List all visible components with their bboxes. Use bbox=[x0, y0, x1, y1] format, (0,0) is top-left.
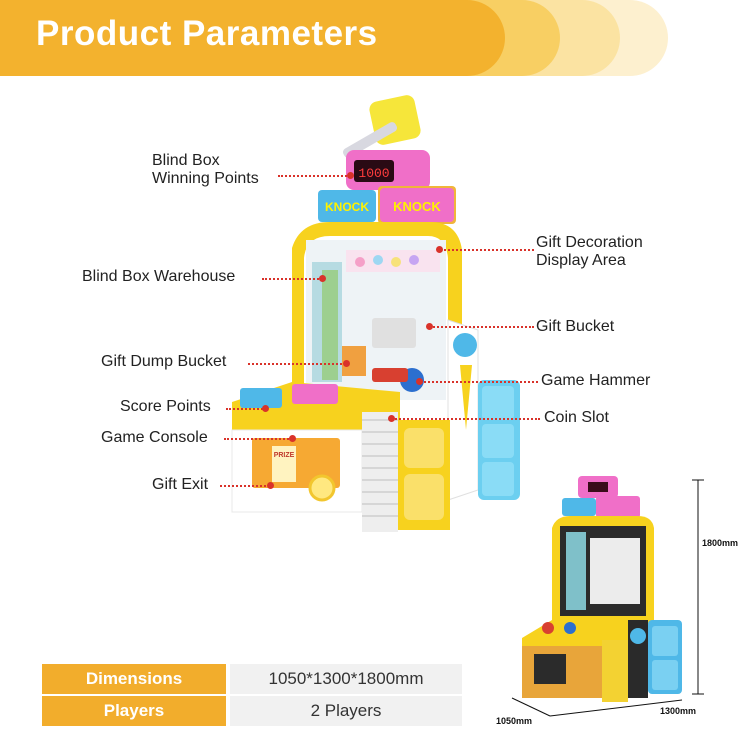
leader-dot bbox=[319, 275, 326, 282]
spec-row-dimensions: Dimensions 1050*1300*1800mm bbox=[42, 664, 462, 694]
callout-coin-slot: Coin Slot bbox=[544, 409, 609, 426]
leader-line bbox=[420, 381, 538, 383]
spec-value: 2 Players bbox=[230, 696, 462, 726]
callout-gift-dump-bucket: Gift Dump Bucket bbox=[101, 353, 227, 370]
leader-line bbox=[248, 363, 346, 365]
dimension-width: 1050mm bbox=[496, 716, 532, 726]
page-title: Product Parameters bbox=[36, 14, 378, 53]
sign-left-text: KNOCK bbox=[325, 200, 369, 214]
leader-line bbox=[430, 326, 534, 328]
callout-line-1: Blind Box bbox=[152, 152, 220, 169]
leader-line bbox=[440, 249, 534, 251]
sign-right-text: KNOCK bbox=[393, 199, 441, 214]
callout-blind-box-warehouse: Blind Box Warehouse bbox=[82, 268, 236, 285]
small-machine bbox=[522, 476, 682, 702]
callout-gift-decoration-display-area: Gift Decoration Display Area bbox=[536, 234, 643, 270]
banner-main bbox=[0, 0, 505, 76]
leader-dot bbox=[262, 405, 269, 412]
callout-line-1: Gift Decoration bbox=[536, 234, 643, 251]
leader-line bbox=[224, 438, 292, 440]
leader-dot bbox=[343, 360, 350, 367]
spec-value: 1050*1300*1800mm bbox=[230, 664, 462, 694]
spec-label: Players bbox=[42, 696, 226, 726]
dimension-lines bbox=[511, 479, 704, 717]
leader-dot bbox=[416, 378, 423, 385]
prize-label: PRIZE bbox=[274, 452, 295, 459]
spec-row-players: Players 2 Players bbox=[42, 696, 462, 726]
callout-score-points: Score Points bbox=[120, 398, 211, 415]
spec-label: Dimensions bbox=[42, 664, 226, 694]
leader-dot bbox=[267, 482, 274, 489]
leader-dot bbox=[436, 246, 443, 253]
callout-line-2: Winning Points bbox=[152, 170, 259, 187]
callout-blind-box-winning-points: Blind Box Winning Points bbox=[152, 152, 259, 188]
dimension-height: 1800mm bbox=[702, 538, 738, 548]
leader-dot bbox=[426, 323, 433, 330]
header-banner: Product Parameters bbox=[0, 0, 750, 80]
dimension-depth: 1300mm bbox=[660, 706, 696, 716]
leader-line bbox=[262, 278, 322, 280]
game-console bbox=[231, 368, 450, 532]
score-box bbox=[346, 150, 430, 190]
callout-game-hammer: Game Hammer bbox=[541, 372, 651, 389]
leader-dot bbox=[347, 172, 354, 179]
leader-line bbox=[220, 485, 270, 487]
callout-gift-bucket: Gift Bucket bbox=[536, 318, 615, 335]
leader-dot bbox=[289, 435, 296, 442]
callout-line-2: Display Area bbox=[536, 252, 626, 269]
hammer-topper bbox=[342, 95, 421, 158]
dimension-diagram: 1800mm 1050mm 1300mm bbox=[496, 476, 738, 726]
callout-gift-exit: Gift Exit bbox=[152, 476, 209, 493]
leader-line bbox=[392, 418, 540, 420]
leader-line bbox=[226, 408, 266, 410]
leader-dot bbox=[388, 415, 395, 422]
side-panel bbox=[447, 319, 520, 501]
knock-signs bbox=[318, 186, 456, 224]
score-display-text: 1000 bbox=[358, 166, 389, 181]
leader-line bbox=[278, 175, 350, 177]
callout-game-console: Game Console bbox=[101, 429, 208, 446]
